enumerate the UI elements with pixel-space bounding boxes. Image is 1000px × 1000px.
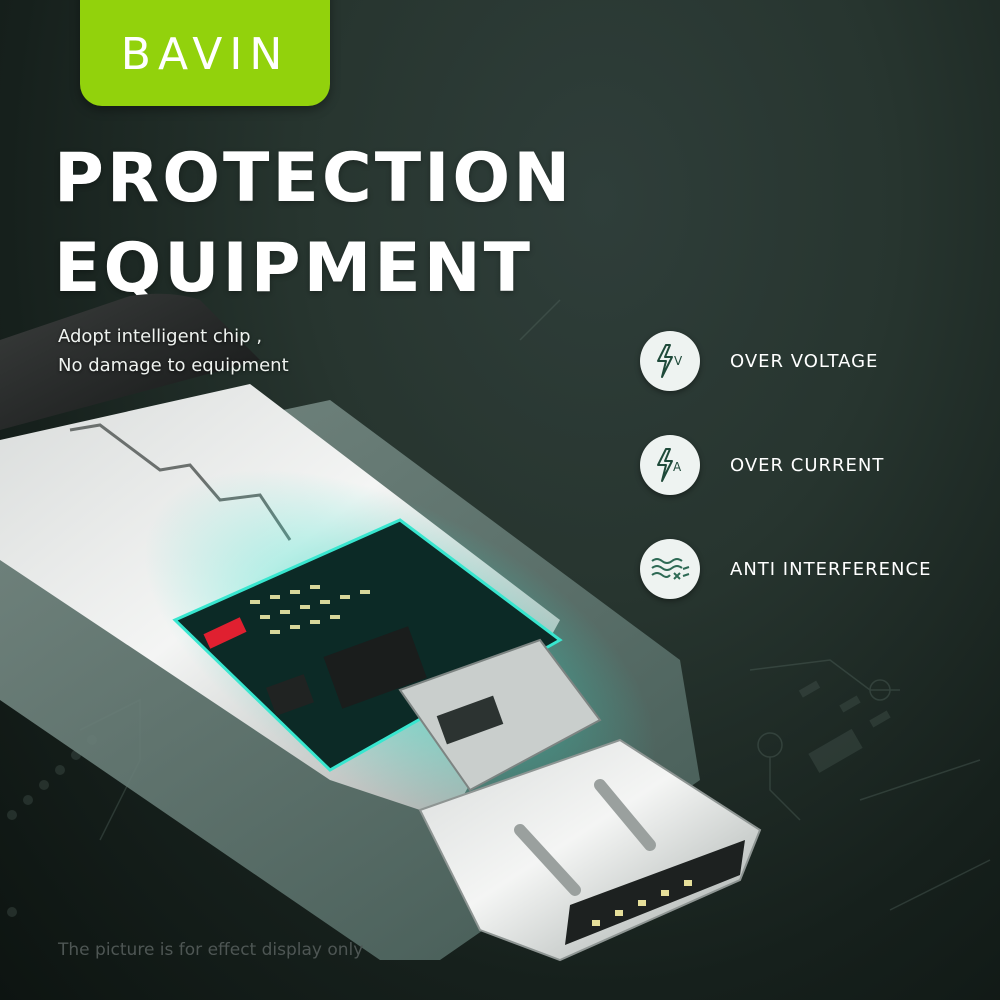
- feature-over-current: A OVER CURRENT: [640, 434, 931, 496]
- brand-logo-text: BAVIN: [120, 28, 290, 80]
- disclaimer-text: The picture is for effect display only: [58, 940, 364, 960]
- lightning-a-icon: A: [640, 435, 700, 495]
- svg-text:A: A: [673, 460, 682, 474]
- headline-line-1: PROTECTION: [54, 139, 574, 218]
- feature-anti-interference: ANTI INTERFERENCE: [640, 538, 931, 600]
- feature-list: V OVER VOLTAGE A OVER CURRENT: [640, 330, 931, 642]
- feature-label: OVER CURRENT: [730, 454, 885, 476]
- page-headline: PROTECTION EQUIPMENT: [54, 134, 573, 314]
- lightning-v-icon: V: [640, 331, 700, 391]
- subline-line-2: No damage to equipment: [58, 355, 289, 376]
- svg-text:V: V: [674, 354, 683, 368]
- micro-usb-connector-illustration: [0, 293, 762, 962]
- brand-logo: BAVIN: [80, 0, 330, 106]
- waves-x-icon: [640, 539, 700, 599]
- subline-line-1: Adopt intelligent chip ,: [58, 326, 263, 347]
- feature-over-voltage: V OVER VOLTAGE: [640, 330, 931, 392]
- feature-subline: Adopt intelligent chip , No damage to eq…: [58, 322, 289, 380]
- headline-line-2: EQUIPMENT: [54, 229, 534, 308]
- feature-label: ANTI INTERFERENCE: [730, 558, 932, 580]
- feature-label: OVER VOLTAGE: [730, 350, 879, 372]
